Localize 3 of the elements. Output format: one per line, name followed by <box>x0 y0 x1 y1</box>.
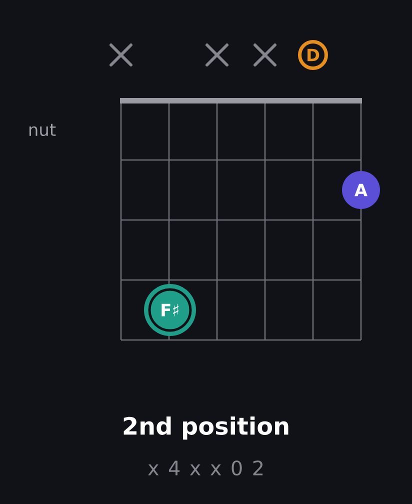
label: nut <box>29 124 56 136</box>
subtitle: x 4 x x 0 2 <box>148 460 263 476</box>
title: 2nd position <box>124 416 288 440</box>
